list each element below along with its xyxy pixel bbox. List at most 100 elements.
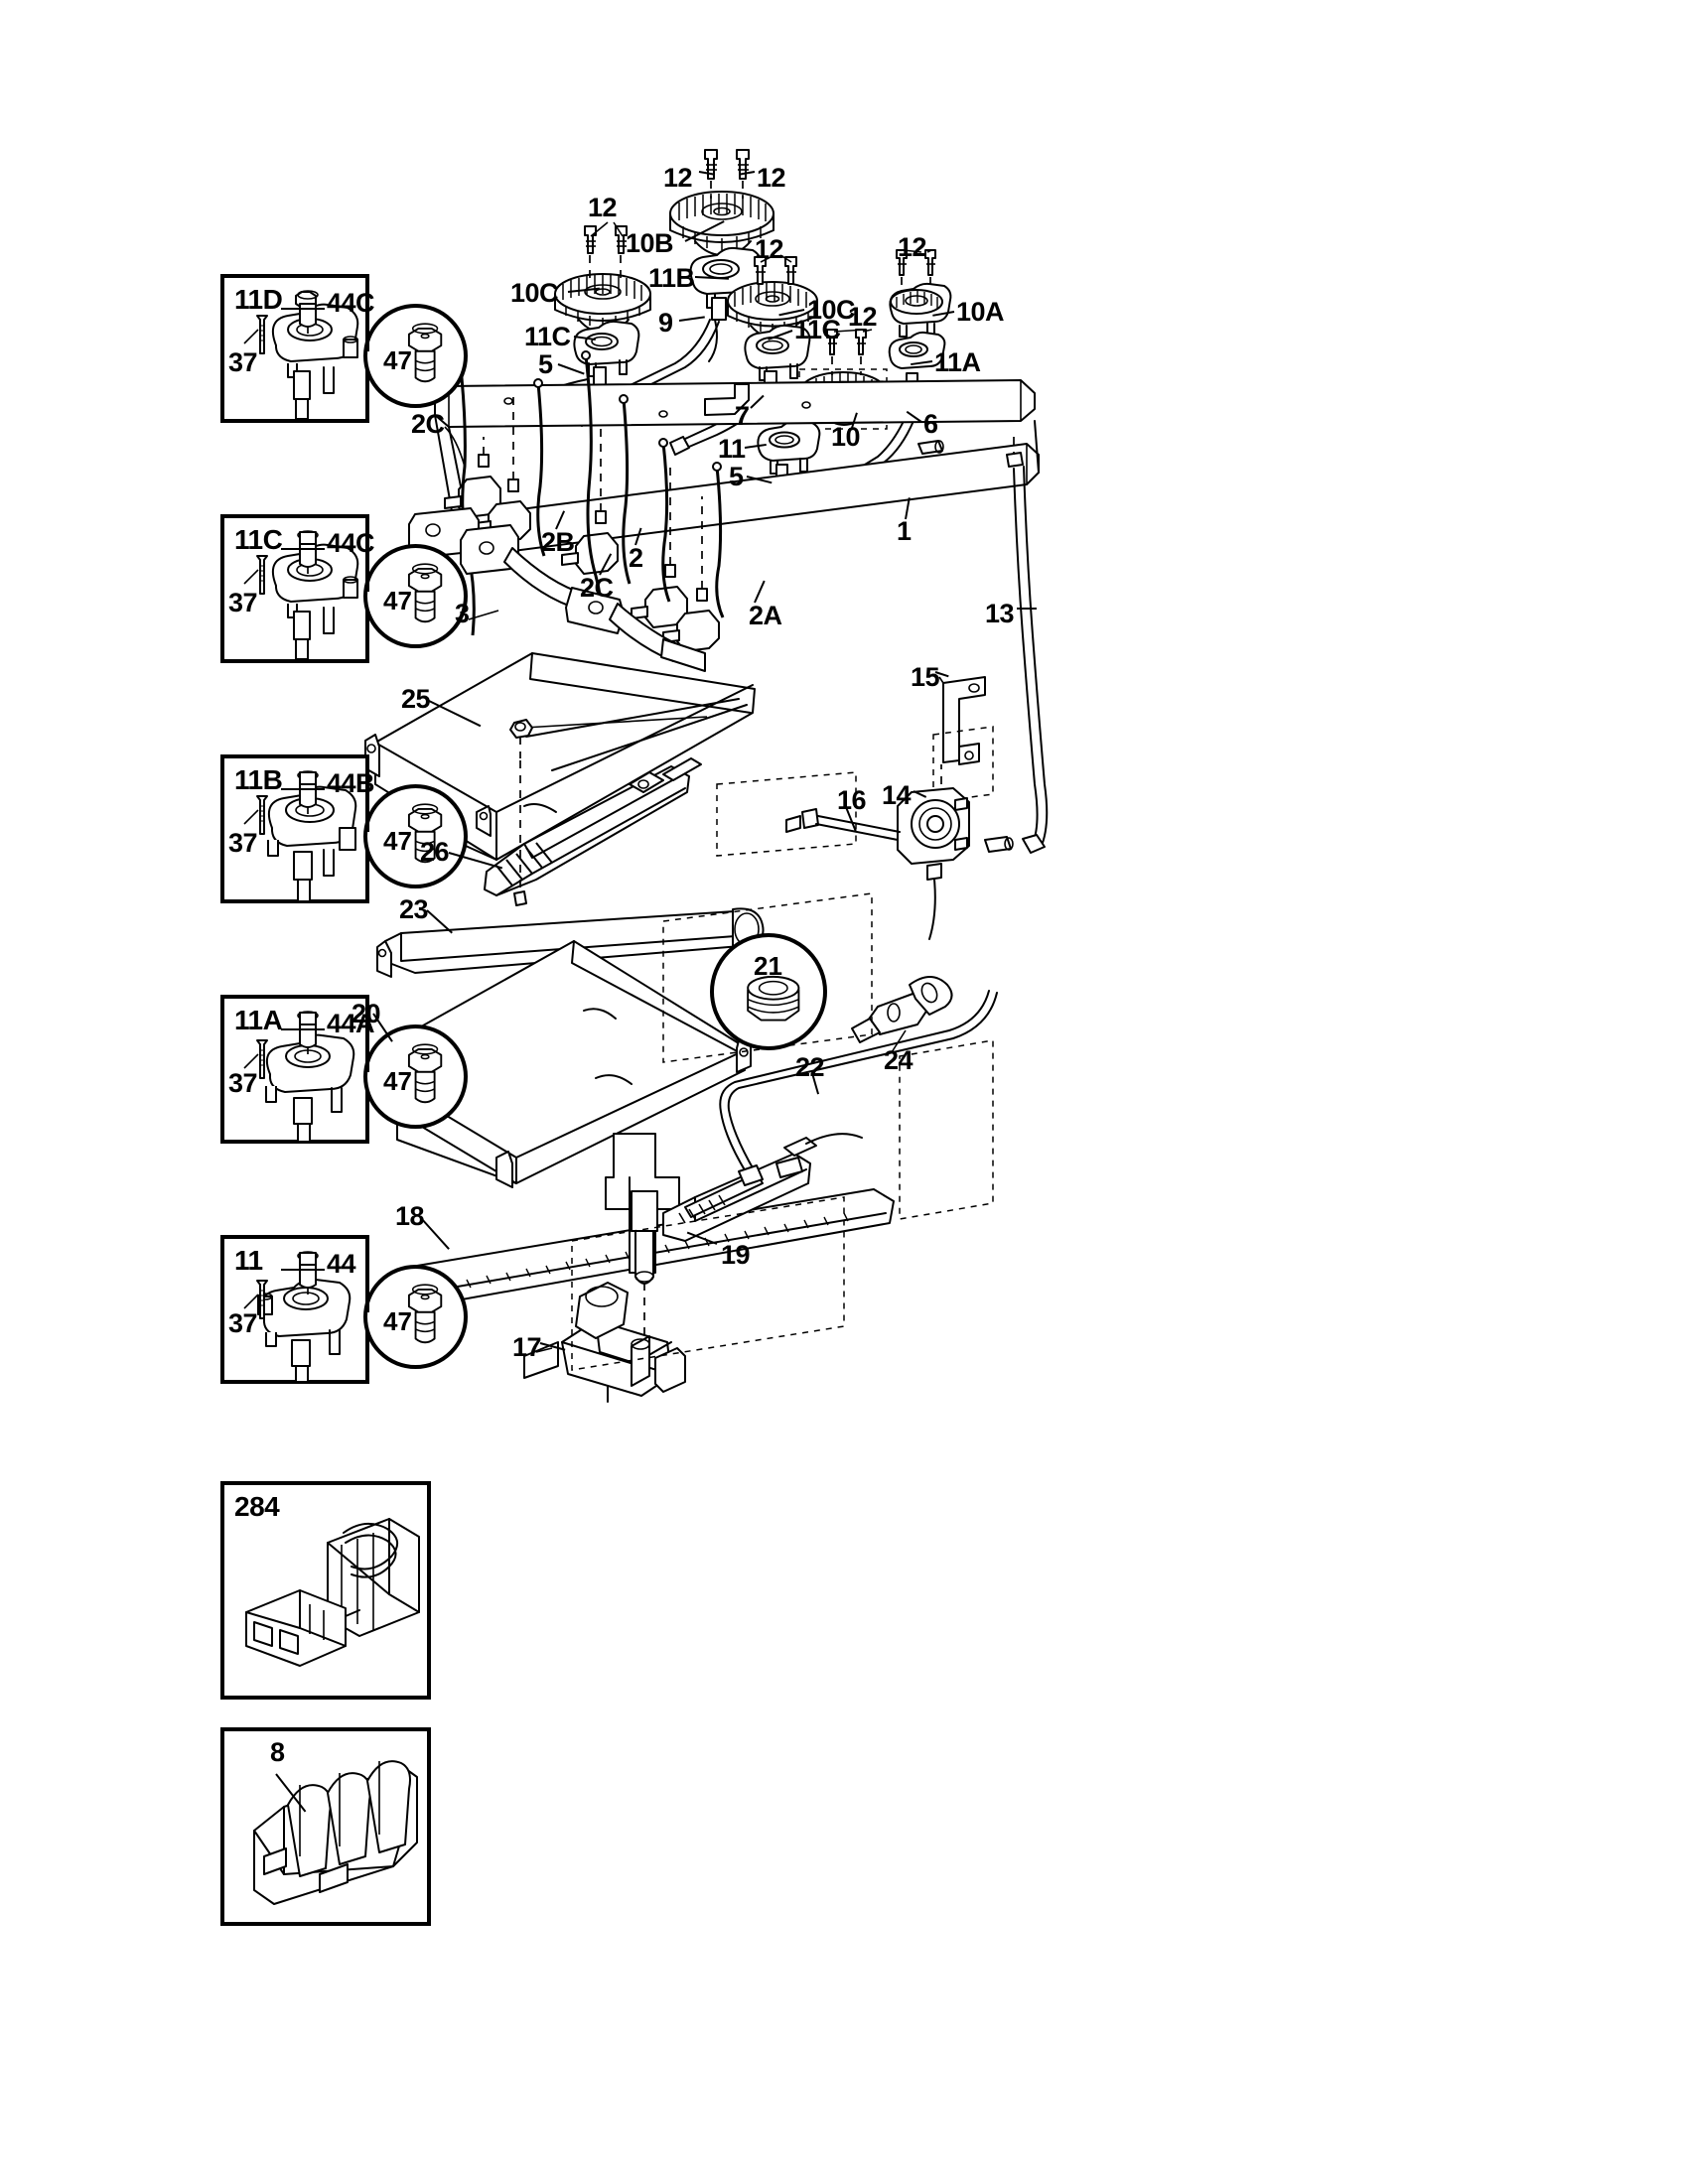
callout-23: 23	[399, 894, 429, 924]
callout-12-e: 12	[898, 232, 927, 262]
callout-12-f: 12	[848, 302, 878, 332]
leader-7	[750, 394, 765, 409]
callout-12-d: 12	[755, 234, 784, 264]
callout-10C-left: 10C	[510, 278, 559, 308]
leader-2A	[754, 580, 766, 604]
callout-12-c: 12	[588, 193, 618, 222]
panel-11D-art	[243, 290, 359, 420]
panel-11-art	[243, 1251, 352, 1383]
leader-10A	[932, 311, 955, 317]
callout-10: 10	[831, 422, 861, 452]
inset-11-art	[407, 1284, 443, 1344]
inset-11B-label: 47	[383, 826, 412, 856]
leader-23	[426, 909, 453, 934]
leader-11-inset-v	[367, 1269, 369, 1312]
burner-tubes-art	[537, 319, 914, 516]
panel-11C-screw-label: 37	[228, 588, 258, 617]
panel-11B-cap-label: 44B	[327, 768, 375, 798]
oven-burner-26-art	[484, 757, 702, 906]
leader-5-left	[557, 363, 585, 375]
panel-label-11D: 11D	[234, 284, 283, 315]
flange-nut-leader-art	[509, 716, 708, 758]
burner-base-11C-left-art	[573, 320, 640, 388]
callout-10C-right: 10C	[807, 295, 856, 325]
callout-7: 7	[735, 401, 750, 431]
panel-label-11C: 11C	[234, 524, 283, 555]
panel-label-11A: 11A	[234, 1005, 283, 1035]
leader-13	[1017, 608, 1037, 610]
callout-11A: 11A	[934, 347, 981, 377]
inset-11D-label: 47	[383, 345, 412, 375]
inset-circle-11B: 47	[363, 784, 468, 888]
callout-20: 20	[352, 999, 381, 1028]
callout-5-right: 5	[729, 462, 744, 491]
callout-2: 2	[629, 543, 643, 573]
callout-2C-lower: 2C	[580, 573, 614, 603]
tube-16-art	[716, 771, 901, 857]
leader-12-b	[739, 171, 756, 176]
inset-11A-label: 47	[383, 1066, 412, 1096]
panel-11D-screw-label: 37	[228, 347, 258, 377]
callout-15: 15	[911, 662, 940, 692]
leader-11-main	[744, 443, 767, 449]
leader-12-a	[698, 171, 715, 176]
burner-base-11-art	[757, 419, 821, 483]
leader-11A-cap	[281, 1028, 325, 1030]
callout-11B: 11B	[648, 263, 695, 293]
bracket-15-art	[932, 676, 994, 803]
inset-11D-art	[407, 323, 443, 383]
panel-11-screw-label: 37	[228, 1308, 258, 1338]
leader-11D-cap	[281, 308, 325, 310]
leader-11B	[694, 276, 730, 280]
leader-11B-inset-v	[367, 788, 369, 832]
callout-11C-right: 11C	[794, 315, 841, 344]
inset-circle-11A: 47	[363, 1024, 468, 1129]
inset-11B-art	[407, 803, 443, 864]
callout-2A: 2A	[749, 601, 782, 630]
callout-17: 17	[512, 1332, 542, 1362]
callout-10B: 10B	[626, 228, 674, 258]
panel-11A-screw-label: 37	[228, 1068, 258, 1098]
leader-10C-left	[567, 287, 600, 293]
gas-supply-tube-13-art	[1006, 437, 1049, 854]
leader-17	[539, 1342, 566, 1351]
locator-box-24	[899, 1039, 994, 1220]
leader-5-right	[746, 476, 773, 484]
inset-11C-art	[407, 563, 443, 623]
detail-panel-11C	[220, 514, 369, 663]
panel-11-cap-label: 44	[327, 1249, 356, 1279]
inset-circle-11D: 47	[363, 304, 468, 408]
inset-11A-art	[407, 1043, 443, 1104]
detail-panel-11D	[220, 274, 369, 423]
callout-14: 14	[882, 780, 912, 810]
callout-26: 26	[420, 837, 450, 867]
inset-circle-21: 21	[710, 933, 827, 1050]
detail-panel-11A	[220, 995, 369, 1144]
callout-19: 19	[721, 1240, 751, 1270]
panel-11A-cap-label: 44A	[327, 1009, 375, 1038]
callout-11C-left: 11C	[524, 322, 571, 351]
leader-14	[913, 790, 927, 798]
leader-9	[678, 316, 705, 322]
inset-21-art	[747, 975, 800, 1022]
elbow-fitting-24-art	[851, 976, 953, 1053]
leader-11-cap	[281, 1269, 325, 1271]
panel-11B-art	[243, 770, 357, 902]
leader-11A	[911, 360, 933, 366]
panel-11D-cap-label: 44C	[327, 288, 375, 318]
callout-2B: 2B	[541, 527, 575, 557]
burner-base-11B-art	[689, 246, 763, 362]
panel-11C-cap-label: 44C	[327, 528, 375, 558]
leader-11C-right	[768, 330, 793, 341]
gas-valves-art	[444, 397, 720, 652]
callout-1: 1	[897, 516, 912, 546]
leader-19	[686, 1231, 718, 1245]
oven-valve-17-art	[523, 1196, 845, 1403]
callout-25: 25	[401, 684, 431, 714]
callout-18: 18	[395, 1201, 425, 1231]
panel-284-art	[245, 1518, 420, 1667]
panel-label-11B: 11B	[234, 764, 283, 795]
leader-6	[906, 410, 922, 423]
detail-panel-8	[220, 1727, 431, 1926]
